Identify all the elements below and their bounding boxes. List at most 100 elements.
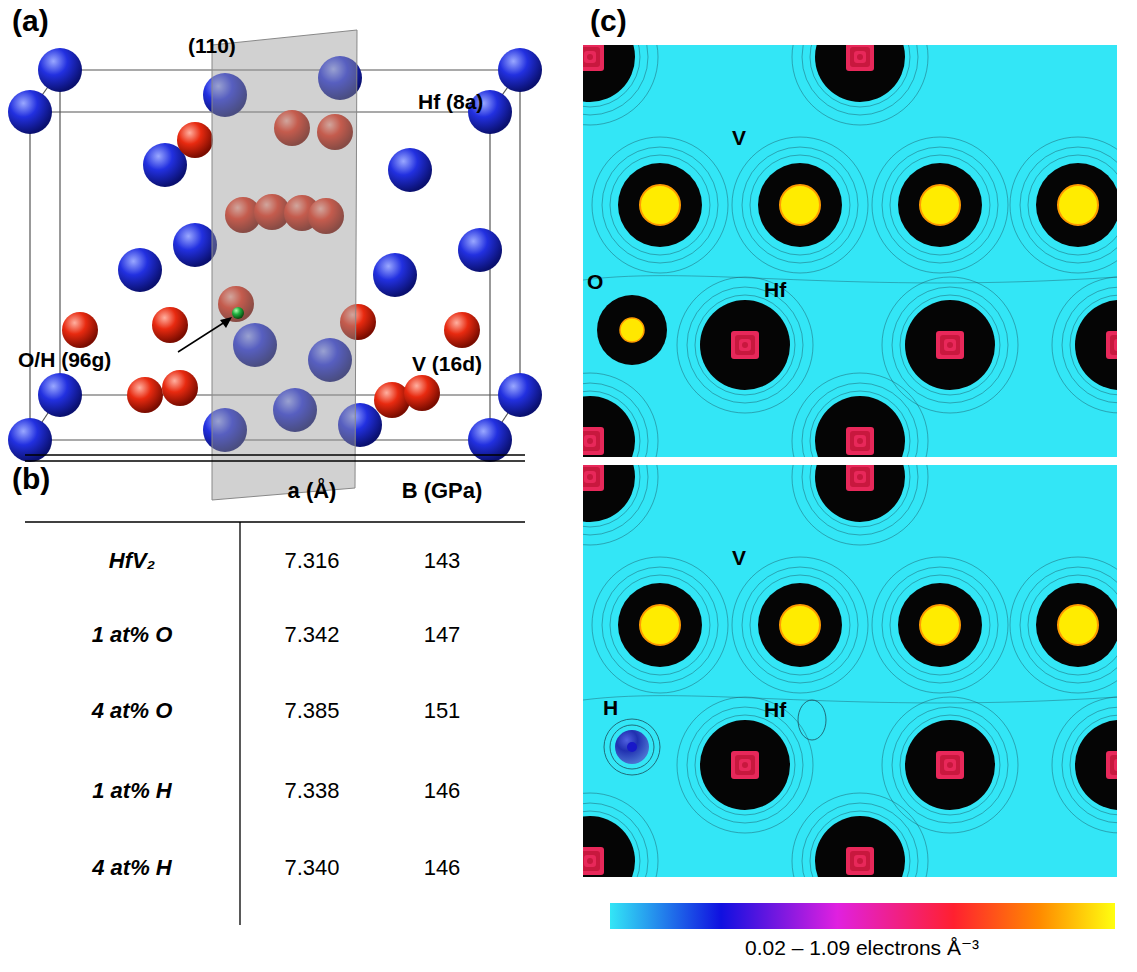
hf-center [742,342,748,348]
v-core [618,583,702,667]
hf-center [742,762,748,768]
density-contour [583,465,658,545]
hf-center [857,438,863,444]
hf-center [850,467,870,487]
v-center [1058,605,1098,645]
hf-center [846,847,874,875]
hf-center [583,45,604,71]
hf-center [857,54,863,60]
v-center [1058,185,1098,225]
v-center [640,185,680,225]
hf-center [584,471,596,483]
density-contour [687,287,803,403]
o-center [620,318,644,342]
density-contour [792,793,928,877]
table-cell: 7.338 [284,778,339,803]
hf-core [905,300,995,390]
hf-center [947,342,953,348]
hf-core [815,816,905,877]
hf-core [1075,720,1117,810]
hf-atom [38,373,82,417]
density-contour [892,707,1008,823]
hf-center [731,331,759,359]
v-core [1036,163,1117,247]
h-core [615,730,649,764]
hf-center [1114,339,1117,351]
hf-core [583,465,635,522]
density-contour [592,137,728,273]
v-core [618,163,702,247]
hf-core [1075,300,1117,390]
atom-label: Hf [764,698,786,722]
density-contour [802,803,918,877]
hf-center [846,465,874,491]
table-cell: 146 [424,778,461,803]
density-contour [583,276,1117,283]
density-contour [810,465,910,527]
density-contour [742,567,858,683]
density-contour [583,803,648,877]
density-contour [1052,277,1117,413]
unit-cell-edge [59,70,60,395]
hf-center [850,47,870,67]
hf-center [583,851,600,871]
table-rule [25,454,525,455]
density-contour [677,697,813,833]
density-contour [1010,557,1117,693]
hf-center [850,851,870,871]
density-contour [1070,715,1117,815]
v-atom [127,377,163,413]
v-center [920,605,960,645]
density-contour [695,715,795,815]
hf-center [583,847,604,875]
table-cell: 7.340 [284,855,339,880]
hf-center [735,335,755,355]
row-header: 4 at% H [92,855,171,880]
unit-cell-edge [519,70,520,395]
hf-center [583,431,600,451]
density-contour [1010,137,1117,273]
atom-label: Hf [764,278,786,302]
v-atom [162,370,198,406]
hf-center [857,858,863,864]
density-contour [610,155,710,255]
charge-density-map [583,465,1117,877]
density-contour [732,557,868,693]
v-core [898,583,982,667]
plane-label: (110) [188,34,236,58]
density-ground [583,45,1117,457]
density-contour [810,45,910,107]
v-core [898,163,982,247]
density-contour [602,567,718,683]
hf-center [587,54,593,60]
v-atom [62,312,98,348]
column-header: B (GPa) [402,478,483,503]
density-contour [677,277,813,413]
density-contour [732,137,868,273]
table-cell: 143 [424,548,461,573]
hf-core [700,300,790,390]
colorbar [610,903,1115,929]
density-contour [592,557,728,693]
hf-atom [118,248,162,292]
atom-label: H [603,696,618,720]
hf-center [583,47,600,67]
arrow-head [220,317,232,328]
density-contour [583,793,658,877]
v-atom [404,375,440,411]
density-contour [1028,575,1117,675]
hf-atom [388,148,432,192]
unit-cell-edge [489,112,490,440]
density-contour [750,575,850,675]
v-center [780,605,820,645]
table-cell: 146 [424,855,461,880]
hf-center [857,474,863,480]
hf-center [936,751,964,779]
density-contour [1020,567,1117,683]
hf-center [1114,759,1117,771]
density-contour [1062,287,1117,403]
density-contour [583,383,648,457]
o-core [597,295,667,365]
density-contour [900,715,1000,815]
